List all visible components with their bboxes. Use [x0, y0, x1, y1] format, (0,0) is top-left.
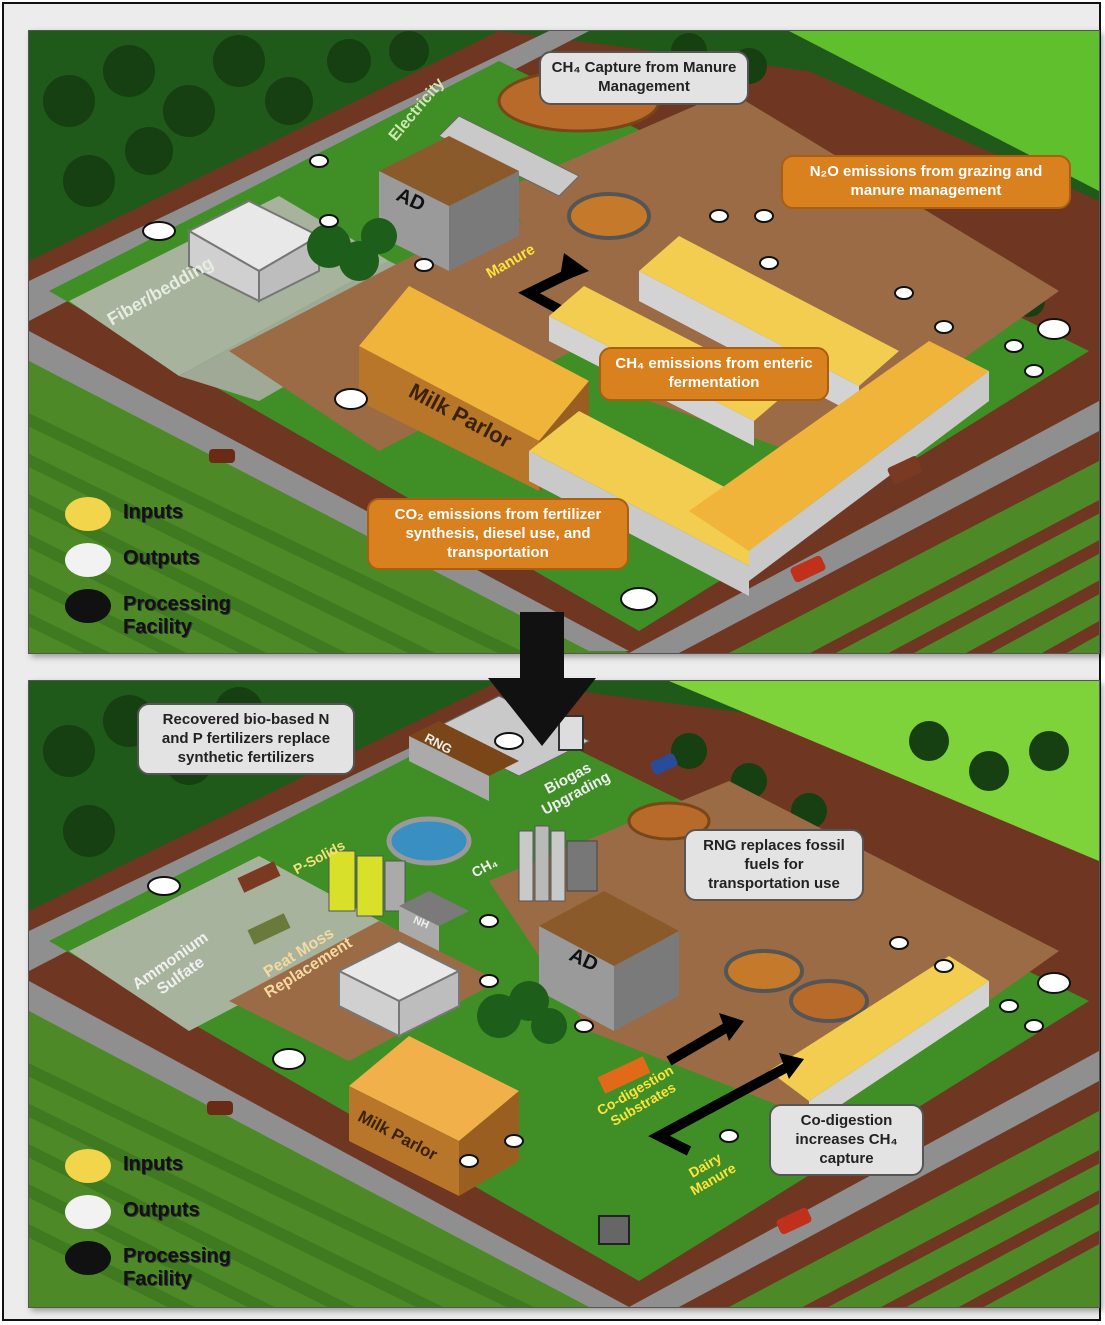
water-pond	[386, 816, 472, 866]
substrate-truck	[597, 1056, 651, 1094]
legend-swatch-processing	[65, 589, 111, 623]
car	[650, 753, 678, 775]
truck	[887, 456, 923, 484]
road-southwest	[29, 331, 629, 651]
fuel-dispenser	[558, 715, 584, 751]
legend-label-outputs: Outputs	[123, 547, 200, 569]
greenhouse	[336, 939, 462, 1038]
cows	[142, 154, 1071, 611]
truck	[237, 861, 281, 893]
callout-rng-replaces-fossil-fuels: RNG replaces fossil fuels for transporta…	[684, 829, 864, 902]
cows	[147, 732, 1071, 1168]
manure-digester-tank	[567, 192, 651, 240]
car	[776, 1207, 812, 1235]
callout-co-digestion: Co-digestion increases CH₄ capture	[769, 1104, 924, 1177]
callout-n2o-emissions: N₂O emissions from grazing and manure ma…	[781, 155, 1071, 209]
callout-recovered-fertilizers: Recovered bio-based N and P fertilizers …	[137, 703, 355, 776]
top-panel-conventional-dairy: Electricity Fiber/bedding Manure AD Milk…	[28, 30, 1100, 654]
road-southeast	[629, 1051, 1099, 1307]
ad-building	[539, 891, 679, 1031]
legend-swatch-outputs	[65, 1195, 111, 1229]
legend-swatch-outputs	[65, 543, 111, 577]
digester-tank	[789, 979, 869, 1023]
transition-down-arrow-icon	[488, 612, 596, 746]
barn	[769, 956, 989, 1126]
car	[207, 1101, 233, 1115]
co-digestion-flow-arrow	[666, 1021, 732, 1066]
road-southwest	[29, 981, 629, 1307]
callout-ch4-capture: CH₄ Capture from Manure Management	[539, 51, 749, 105]
fertilizer-tanks	[328, 850, 406, 917]
car	[790, 555, 826, 583]
legend-swatch-inputs	[65, 497, 111, 531]
milk-parlor-building	[349, 1036, 519, 1196]
rng-building	[409, 721, 519, 801]
digester-tank	[724, 949, 804, 993]
legend-label-processing: Processing Facility	[123, 593, 231, 638]
top-panel-scene	[29, 31, 1099, 653]
ammonium-sulfate-pad	[69, 856, 389, 1031]
legend-swatch-inputs	[65, 1149, 111, 1183]
truck	[247, 913, 291, 945]
callout-ch4-enteric: CH₄ emissions from enteric fermentation	[599, 347, 829, 401]
bottom-panel-improved-dairy: RNG Biogas Upgrading CH₄ P-Solids NH Amm…	[28, 680, 1100, 1308]
nh-building	[399, 891, 469, 951]
dairy-manure-flow-arrow	[648, 1061, 792, 1156]
barn-3	[529, 341, 989, 596]
legend-label-processing: Processing Facility	[123, 1245, 231, 1290]
callout-co2-emissions: CO₂ emissions from fertilizer synthesis,…	[367, 498, 629, 571]
legend-label-inputs: Inputs	[123, 501, 183, 523]
shed	[598, 1215, 630, 1245]
legend-label-inputs: Inputs	[123, 1153, 183, 1175]
legend-swatch-processing	[65, 1241, 111, 1275]
tree-cluster	[307, 218, 397, 281]
car	[209, 449, 235, 463]
biogas-upgrading-silos	[518, 825, 598, 902]
tree-cluster	[477, 981, 567, 1044]
legend-label-outputs: Outputs	[123, 1199, 200, 1221]
greenhouse	[186, 199, 322, 303]
